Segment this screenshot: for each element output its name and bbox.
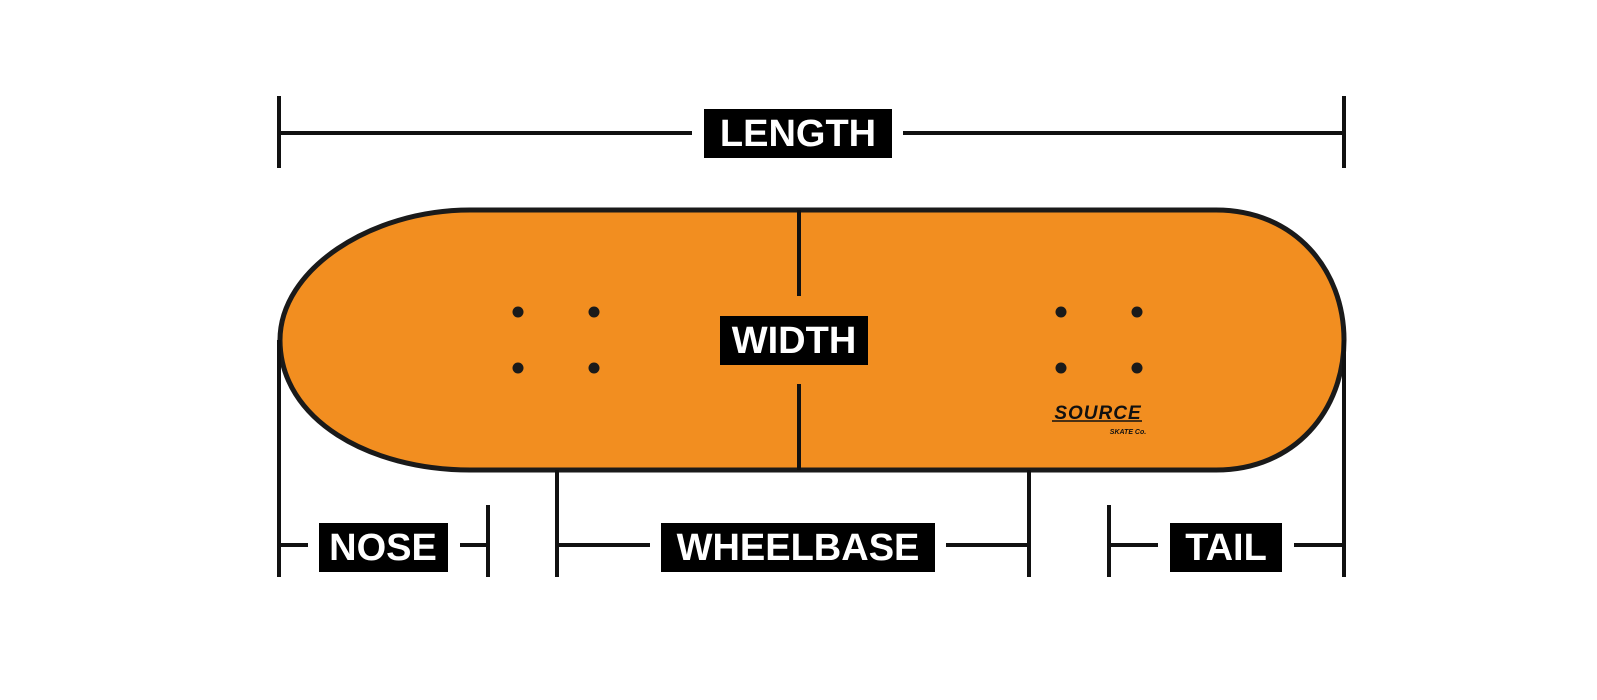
bolt-hole [512,362,524,374]
bolt-hole [1055,306,1067,318]
bolt-hole [588,362,600,374]
skateboard-deck: WIDTH SOURCE SKATE Co. [277,207,1347,473]
wheelbase-label: WHEELBASE [677,527,920,569]
width-label-box [720,316,868,365]
length-dimension: LENGTH [277,96,1346,168]
length-label: LENGTH [720,113,876,155]
nose-dimension: NOSE [277,340,490,577]
tail-label-box [1170,523,1282,572]
bolt-hole [588,306,600,318]
tail-dimension: TAIL [1107,340,1346,577]
nose-label: NOSE [329,527,437,569]
back-truck-holes [1055,306,1143,374]
bolt-hole [1131,362,1143,374]
width-label: WIDTH [732,320,857,362]
source-logo: SOURCE SKATE Co. [1052,403,1146,436]
nose-label-box [319,523,448,572]
wheelbase-dimension: WHEELBASE [555,470,1031,577]
length-label-box [704,109,892,158]
bolt-hole [512,306,524,318]
wheelbase-label-box [661,523,935,572]
front-truck-holes [512,306,600,374]
logo-brand: SOURCE [1054,403,1142,424]
bolt-hole [1055,362,1067,374]
tail-label: TAIL [1185,527,1267,569]
bolt-hole [1131,306,1143,318]
logo-sub: SKATE Co. [1110,429,1146,436]
